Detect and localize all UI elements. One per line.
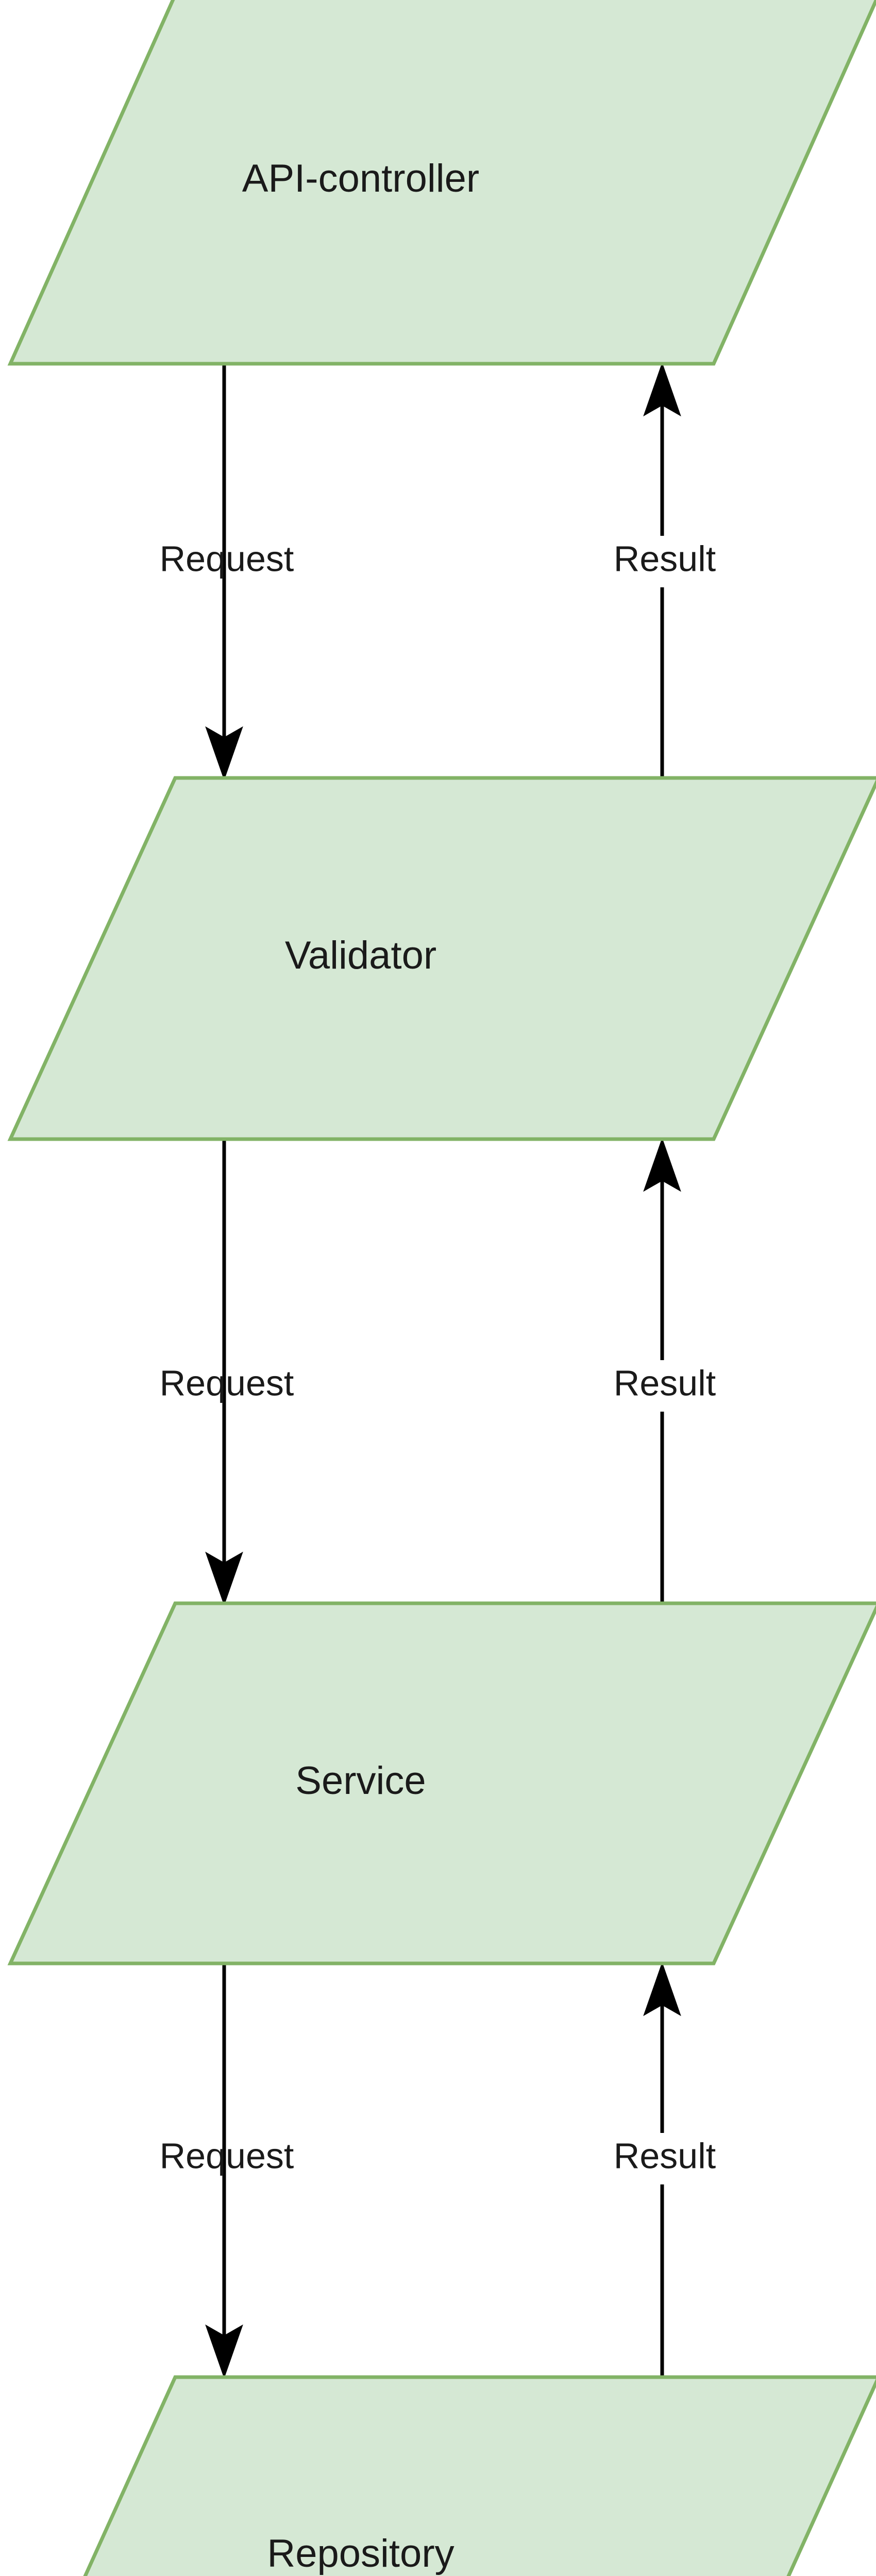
edge-label-request-2-group: Request <box>67 1360 294 1412</box>
node-validator-shape <box>7 776 876 1141</box>
edge-label-result-1-group: Result <box>546 536 716 587</box>
edge-api-to-validator[interactable] <box>205 364 243 781</box>
node-repository-label: Repository <box>267 2532 454 2575</box>
edge-label-request-1: Request <box>160 538 294 579</box>
edge-label-result-3-group: Result <box>546 2133 716 2184</box>
node-validator[interactable]: Validator <box>7 776 876 1141</box>
arrowhead-down-2 <box>205 1551 243 1606</box>
node-api-controller-shape <box>7 0 876 366</box>
edge-label-result-1: Result <box>614 538 716 579</box>
arrowhead-down-1 <box>205 726 243 781</box>
edge-label-request-1-bg <box>67 536 222 587</box>
edge-label-request-3: Request <box>160 2136 294 2176</box>
edge-label-request-3-group: Request <box>67 2133 294 2184</box>
edge-label-result-2: Result <box>614 1363 716 1403</box>
edge-label-result-2-group: Result <box>546 1360 716 1412</box>
node-service-label: Service <box>295 1759 426 1803</box>
edge-label-request-1-group: Request <box>67 536 294 587</box>
node-repository-shape <box>83 2375 876 2576</box>
node-api-controller-label: API-controller <box>242 157 479 200</box>
edge-label-result-3: Result <box>614 2136 716 2176</box>
edge-label-result-3-bg <box>546 2133 678 2184</box>
arrowhead-up-1 <box>643 362 681 417</box>
arrowhead-up-3 <box>643 1961 681 2016</box>
edge-label-result-1-bg <box>546 536 678 587</box>
node-validator-label: Validator <box>285 934 436 977</box>
edge-label-request-2-bg <box>67 1360 222 1412</box>
edge-validator-to-service[interactable] <box>205 1139 243 1606</box>
edge-service-to-repository[interactable] <box>205 1963 243 2379</box>
arrowhead-down-3 <box>205 2324 243 2379</box>
edge-label-request-2: Request <box>160 1363 294 1403</box>
node-repository[interactable]: Repository <box>10 2375 876 2576</box>
node-api-controller[interactable]: API-controller <box>7 0 876 366</box>
edge-label-request-3-bg <box>67 2133 222 2184</box>
node-service[interactable]: Service <box>7 1601 876 1965</box>
node-service-shape <box>7 1601 876 1965</box>
edge-label-result-2-bg <box>546 1360 678 1412</box>
arrowhead-up-2 <box>643 1137 681 1192</box>
